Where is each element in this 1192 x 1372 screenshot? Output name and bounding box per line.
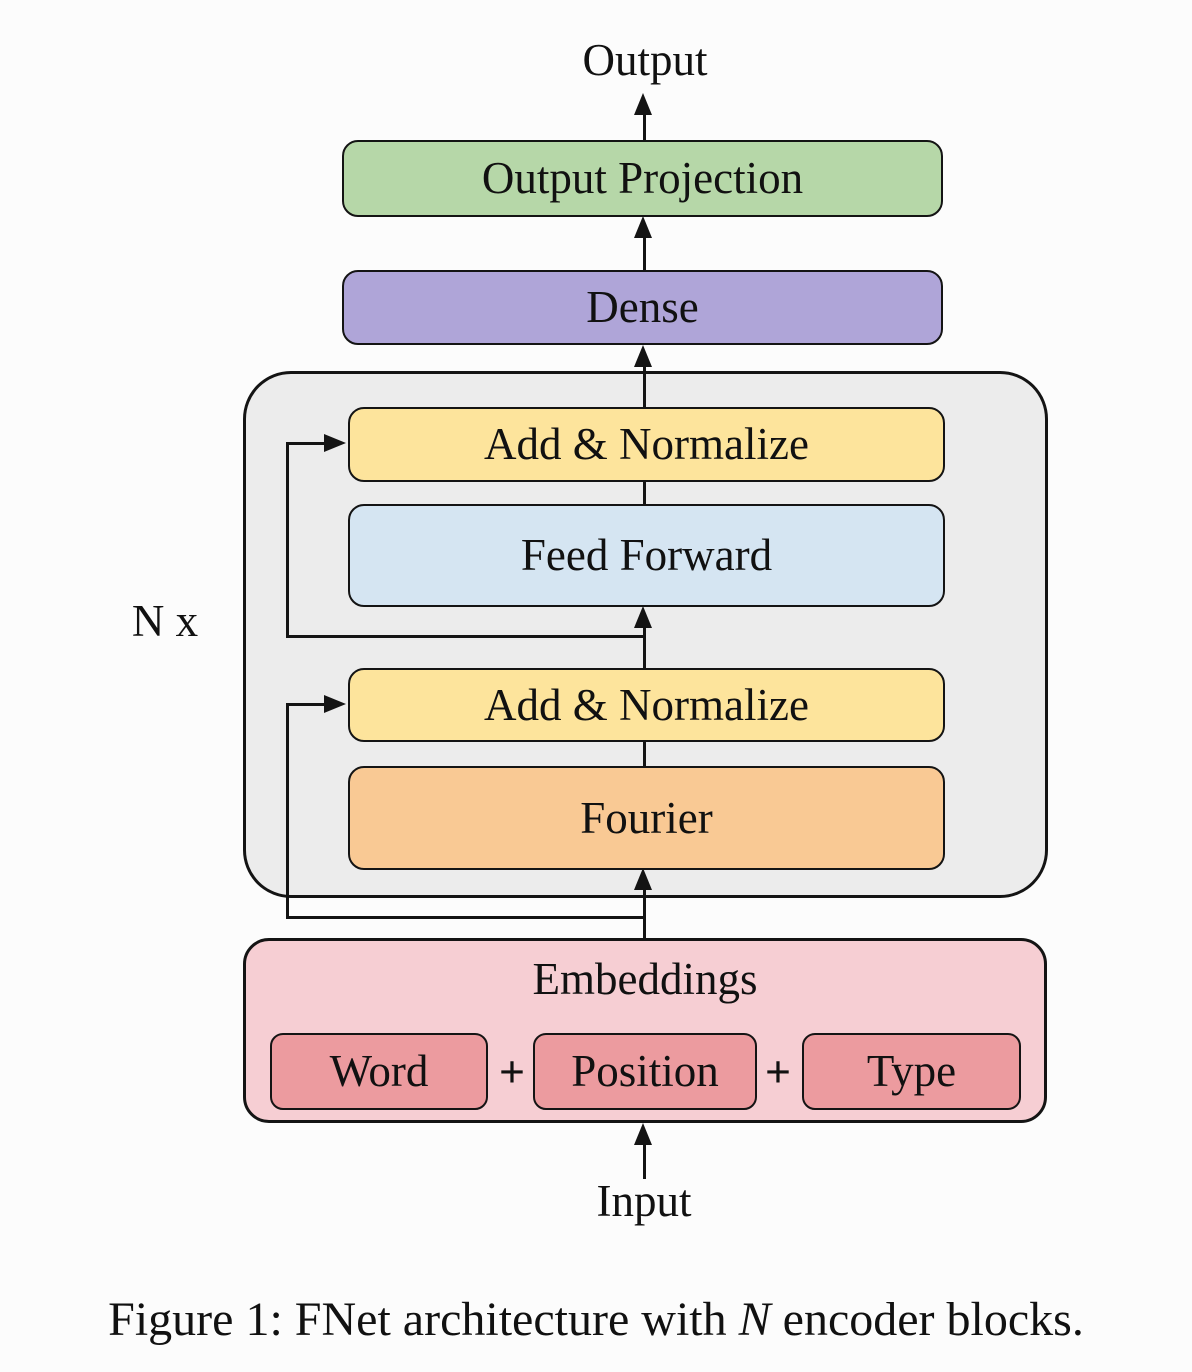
embeddings-label: Embeddings	[532, 954, 758, 1004]
position-embedding-box: Position	[533, 1033, 757, 1110]
plus-sign-1: +	[498, 1046, 526, 1097]
position-embedding-label: Position	[571, 1046, 719, 1096]
plus-sign-2: +	[764, 1046, 792, 1097]
output-projection-label: Output Projection	[481, 153, 804, 203]
caption-suffix: encoder blocks.	[770, 1293, 1084, 1346]
add-normalize-bottom-label: Add & Normalize	[484, 679, 809, 730]
flow-line-addnorm1-feedforward	[643, 481, 646, 505]
dense-label: Dense	[586, 282, 699, 332]
arrowhead-to-addnorm-bottom	[324, 695, 346, 713]
add-normalize-bottom-box: Add & Normalize	[348, 668, 945, 742]
flow-line-dense-to-projection	[643, 237, 646, 271]
residual2-entry-line	[288, 703, 326, 706]
flow-line-addnorm2-to-feedforward	[643, 627, 646, 669]
type-embedding-box: Type	[802, 1033, 1021, 1110]
caption-emphasis-n: N	[738, 1293, 771, 1346]
fourier-label: Fourier	[580, 792, 713, 843]
residual1-entry-line	[288, 442, 326, 445]
feed-forward-box: Feed Forward	[348, 504, 945, 607]
figure-caption: Figure 1: FNet architecture with N encod…	[0, 1292, 1192, 1347]
fourier-box: Fourier	[348, 766, 945, 870]
residual2-branch-line	[288, 916, 645, 919]
residual1-branch-line	[288, 635, 645, 638]
arrowhead-to-embeddings	[634, 1123, 652, 1145]
type-embedding-label: Type	[866, 1046, 957, 1096]
add-normalize-top-box: Add & Normalize	[348, 407, 945, 482]
caption-prefix: Figure 1: FNet architecture with	[108, 1293, 739, 1346]
word-embedding-box: Word	[270, 1033, 488, 1110]
word-embedding-label: Word	[329, 1046, 429, 1096]
output-projection-box: Output Projection	[342, 140, 943, 217]
input-label: Input	[596, 1176, 692, 1226]
arrowhead-to-output	[634, 93, 652, 115]
residual1-vertical-line	[286, 442, 289, 638]
arrowhead-to-dense	[634, 345, 652, 367]
flow-line-block-to-dense	[643, 365, 646, 408]
flow-line-addnorm2-fourier	[643, 741, 646, 767]
output-label: Output	[582, 35, 708, 85]
arrowhead-to-addnorm-top	[324, 434, 346, 452]
arrowhead-to-output-projection	[634, 216, 652, 238]
dense-box: Dense	[342, 270, 943, 345]
add-normalize-top-label: Add & Normalize	[484, 419, 809, 469]
repeat-count-label: N x	[131, 596, 199, 646]
flow-line-output	[643, 114, 646, 141]
arrowhead-to-feed-forward	[634, 606, 652, 628]
feed-forward-label: Feed Forward	[520, 530, 773, 580]
flow-line-embeddings-to-fourier	[643, 889, 646, 939]
flow-line-input	[643, 1145, 646, 1179]
arrowhead-to-fourier	[634, 868, 652, 890]
residual2-vertical-line	[286, 703, 289, 919]
